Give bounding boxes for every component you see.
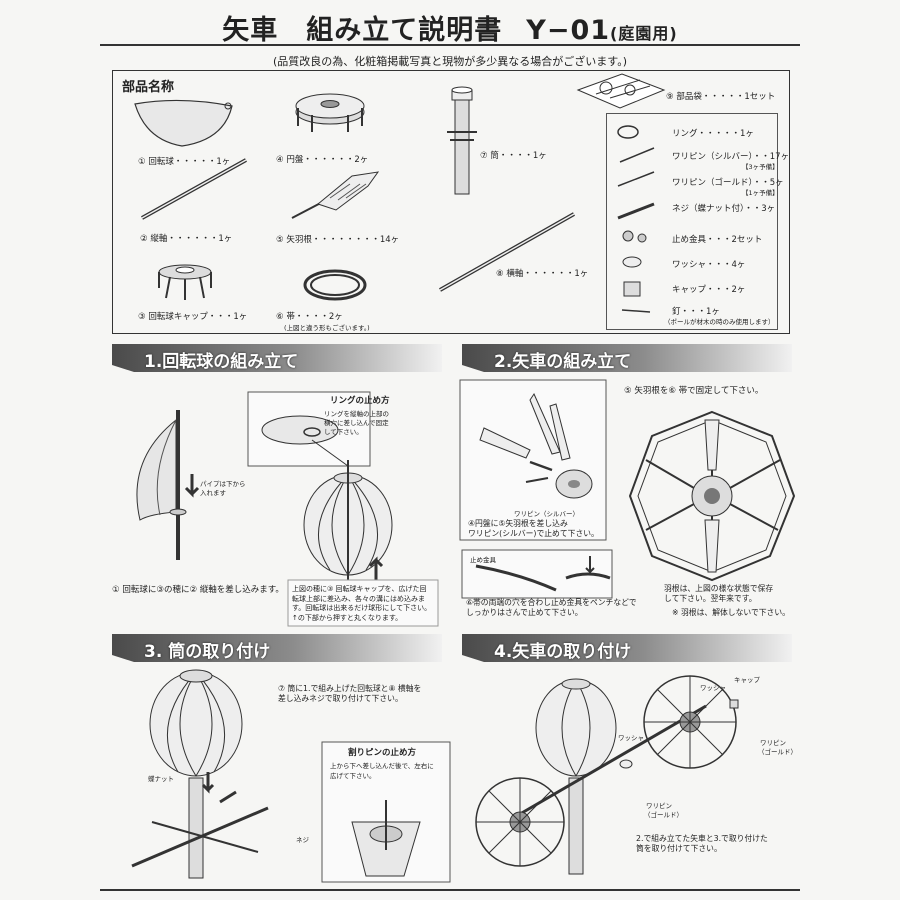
clip-icon bbox=[622, 230, 647, 243]
part-disk-drawing bbox=[295, 93, 365, 132]
part-label-4: ④ 円盤・・・・・・2ヶ bbox=[276, 155, 369, 165]
keep-note: ※ 羽根は、解体しないで下さい。 bbox=[672, 608, 790, 617]
title-main: 矢車 組み立て説明書 bbox=[222, 15, 503, 46]
part-label-5: ⑤ 矢羽根・・・・・・・・14ヶ bbox=[276, 235, 400, 245]
part-cap-drawing bbox=[158, 264, 212, 300]
cap-label: キャップ bbox=[734, 676, 760, 684]
band-note: (上図と違う形もございます。) bbox=[284, 324, 370, 332]
final-assembly-drawing bbox=[475, 675, 739, 875]
disk-instructions: ④円盤に⑤矢羽根を差し込み ワリピン(シルバー)で止めて下さい。 bbox=[468, 519, 599, 538]
washer-icon bbox=[622, 256, 642, 268]
cap-icon bbox=[623, 281, 641, 297]
gold-pin-icon bbox=[617, 171, 655, 187]
bag-note-spare-3: 【3ヶ予備】 bbox=[742, 163, 779, 171]
band-fix-text: ⑤ 矢羽根を⑥ 帯で固定して下さい。 bbox=[624, 386, 764, 396]
bag-note-spare-1: 【1ヶ予備】 bbox=[742, 189, 779, 197]
quality-notice: (品質改良の為、化粧箱掲載写真と現物が多少異なる場合がございます。) bbox=[273, 55, 627, 68]
ring-text-1: リングを縦軸の上部の bbox=[324, 410, 389, 418]
ring-text-3: して下さい。 bbox=[324, 428, 363, 436]
gold-label-left: （ゴールド） bbox=[644, 811, 683, 819]
ring-text-2: 横穴に差し込んで固定 bbox=[324, 419, 389, 427]
cap-instructions: 上図の穂に③ 回転球キャップを、広げた回 転球上部に差込み、各々の溝にはめ込みま… bbox=[292, 585, 432, 622]
step1-banner: 1.回転球の組み立て bbox=[112, 344, 442, 372]
bag-item-gold-pin: ワリピン（ゴールド）・・5ヶ bbox=[672, 178, 784, 188]
part-feather-drawing bbox=[291, 171, 380, 219]
assembled-sphere-drawing bbox=[303, 439, 393, 580]
pipe-note-2: 入れます bbox=[200, 489, 226, 497]
part-label-1: ① 回転球・・・・・1ヶ bbox=[138, 157, 231, 167]
washer-label-right: ワッシャ bbox=[700, 684, 726, 692]
title-rule bbox=[100, 44, 800, 46]
washer-label-left: ワッシャ bbox=[618, 734, 644, 742]
parts-heading: 部品名称 bbox=[122, 80, 175, 95]
screw-label: ネジ bbox=[296, 836, 309, 844]
bag-item-ring: リング・・・・・1ヶ bbox=[672, 129, 754, 139]
step4-instructions: 2.で組み立てた矢車と3.で取り付けた 筒を取り付けて下さい。 bbox=[636, 834, 768, 853]
bag-item-cap: キャップ・・・2ヶ bbox=[672, 285, 746, 295]
bottom-rule bbox=[100, 889, 800, 891]
step3-instructions: ⑦ 筒に1.で組み上げた回転球と⑧ 横軸を 差し込みネジで取り付けて下さい。 bbox=[278, 684, 422, 703]
page-title: 矢車 組み立て説明書 Y−01(庭園用) bbox=[0, 8, 900, 47]
step2-banner: 2.矢車の組み立て bbox=[462, 344, 792, 372]
clip-instructions: ⑥帯の両端の穴を合わし止め金具をペンチなどで しっかりはさんで止めて下さい。 bbox=[466, 598, 637, 617]
part-label-7: ⑦ 筒・・・・1ヶ bbox=[480, 151, 547, 161]
part-label-9: ⑨ 部品袋・・・・・1セット bbox=[666, 92, 776, 102]
pin-title: 割りピンの止め方 bbox=[348, 748, 417, 758]
ring-title: リングの止め方 bbox=[330, 396, 390, 406]
clip-label: 止め金具 bbox=[470, 556, 496, 564]
model-variant: (庭園用) bbox=[610, 24, 678, 43]
pin-text-1: 上から下へ差し込んだ後で、左右に bbox=[330, 762, 434, 770]
pipe-note-1: パイプは下から bbox=[200, 480, 246, 488]
part-label-6: ⑥ 帯・・・・2ヶ bbox=[276, 312, 343, 322]
bag-item-silver-pin: ワリピン（シルバー）・・17ヶ bbox=[672, 152, 790, 162]
gold-pin-label-left: ワリピン bbox=[646, 802, 672, 810]
gold-pin-label-right: ワリピン bbox=[760, 739, 786, 747]
part-label-8: ⑧ 横軸・・・・・・1ヶ bbox=[496, 269, 589, 279]
model-number: Y−01 bbox=[526, 15, 611, 46]
part-band-drawing bbox=[303, 269, 367, 301]
bag-item-washer: ワッシャ・・・4ヶ bbox=[672, 260, 746, 270]
silver-pin-label: ワリピン（シルバー） bbox=[514, 510, 579, 518]
part-label-2: ② 縦軸・・・・・・1ヶ bbox=[140, 234, 233, 244]
pin-text-2: 広げて下さい。 bbox=[330, 772, 376, 780]
bag-item-nail: 釘・・・1ヶ bbox=[672, 307, 720, 317]
step3-banner: 3. 筒の取り付け bbox=[112, 634, 442, 662]
keep-instructions: 羽根は、上図の様な状態で保存 して下さい。翌年来です。 bbox=[664, 584, 774, 603]
part-label-3: ③ 回転球キャップ・・・1ヶ bbox=[138, 312, 248, 322]
step1-caption: ① 回転球に③の穂に② 縦軸を差し込みます。 bbox=[112, 585, 284, 595]
parts-list-box bbox=[112, 70, 790, 334]
bag-note-nail: （ポールが材木の時のみ使用します） bbox=[664, 318, 775, 326]
silver-pin-icon bbox=[619, 147, 655, 163]
gold-label-right: （ゴールド） bbox=[758, 748, 797, 756]
screw-icon bbox=[617, 202, 655, 220]
part-tube-drawing bbox=[447, 86, 477, 195]
ring-icon bbox=[617, 125, 639, 139]
bag-item-clip: 止め金具・・・2セット bbox=[672, 235, 763, 245]
part-sphere-drawing bbox=[134, 99, 233, 147]
nut-label: 蝶ナット bbox=[148, 775, 174, 783]
bag-item-screw: ネジ（蝶ナット付）・・3ヶ bbox=[672, 204, 776, 214]
nail-icon bbox=[621, 309, 651, 313]
part-bag-drawing bbox=[576, 73, 666, 109]
parts-bag-list bbox=[606, 113, 778, 330]
tube-assembly-drawing bbox=[131, 669, 269, 879]
step4-banner: 4.矢車の取り付け bbox=[462, 634, 792, 662]
windwheel-drawing bbox=[628, 410, 796, 582]
